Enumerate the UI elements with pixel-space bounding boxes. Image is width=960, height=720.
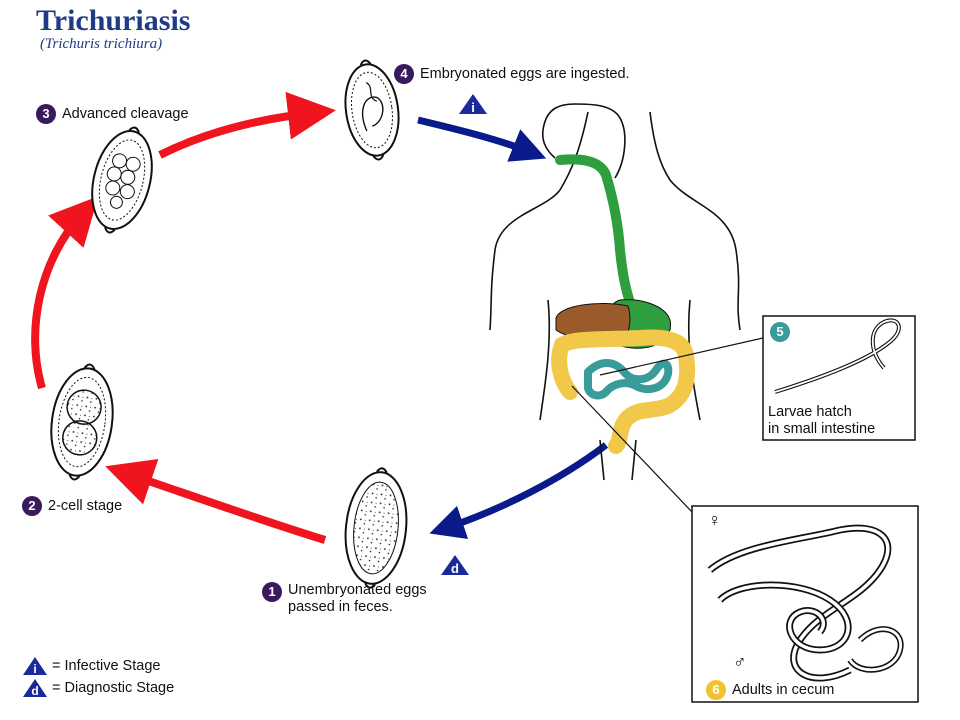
pointer-cecum [571, 385, 693, 513]
pointer-small-intestine [599, 337, 764, 376]
legend-diagnostic: d = Diagnostic Stage [22, 678, 174, 698]
svg-text:d: d [31, 684, 38, 698]
female-symbol: ♀ [708, 510, 722, 530]
stage-3-text: Advanced cleavage [62, 105, 189, 122]
infective-marker-letter: i [471, 100, 475, 115]
egg-2-cell [50, 363, 114, 481]
stage-5-text-line1: Larvae hatch [768, 404, 852, 420]
male-symbol: ♂ [733, 652, 747, 672]
diagnostic-marker-letter: d [451, 561, 459, 576]
diagram-title: Trichuriasis [36, 4, 191, 37]
stage-1-text-line2: passed in feces. [288, 599, 393, 615]
human-head-outline [541, 103, 626, 179]
stage-6-label: 6 Adults in cecum [706, 680, 834, 700]
stage-2-label: 2 2-cell stage [22, 496, 122, 516]
legend-diagnostic-icon: d [23, 679, 47, 698]
stage-3-label: 3 Advanced cleavage [36, 104, 189, 124]
stage-2-badge: 2 [22, 496, 42, 516]
svg-text:i: i [33, 662, 36, 676]
stage-5-label: Larvae hatch in small intestine [768, 404, 875, 438]
stage-4-label: 4 Embryonated eggs are ingested. [394, 64, 630, 84]
stage-2-text: 2-cell stage [48, 497, 123, 514]
egg-embryonated [344, 59, 400, 161]
stage-5-text-line2: in small intestine [768, 421, 876, 437]
legend-infective-icon: i [23, 657, 47, 676]
diagram-subtitle: (Trichuris trichiura) [40, 36, 163, 52]
stage-3-badge: 3 [36, 104, 56, 124]
arrow-2-to-3 [31, 196, 99, 390]
egg-advanced-cleavage [91, 126, 153, 234]
stage-1-text-line1: Unembryonated eggs [288, 582, 427, 598]
stage-1-badge: 1 [262, 582, 282, 602]
egg-unembryonated [344, 467, 408, 589]
esophagus [555, 154, 637, 315]
legend-infective: i = Infective Stage [22, 656, 160, 676]
arrow-4-to-host [417, 116, 547, 162]
arrow-host-to-1 [429, 442, 609, 540]
stage-5-badge: 5 [770, 322, 790, 342]
stage-6-badge: 6 [706, 680, 726, 700]
arrow-3-to-4 [158, 91, 336, 159]
stage-4-badge: 4 [394, 64, 414, 84]
adult-worms-drawing [707, 524, 904, 682]
diagnostic-stage-marker: d [441, 555, 469, 576]
large-intestine [551, 329, 696, 454]
arrow-1-to-2 [105, 458, 327, 544]
legend-diagnostic-text: = Diagnostic Stage [52, 679, 175, 696]
stage-6-text: Adults in cecum [732, 681, 835, 698]
small-intestine [584, 359, 673, 400]
stage-4-text: Embryonated eggs are ingested. [420, 65, 630, 82]
infective-stage-marker: i [459, 94, 487, 115]
legend-infective-text: = Infective Stage [52, 657, 161, 674]
